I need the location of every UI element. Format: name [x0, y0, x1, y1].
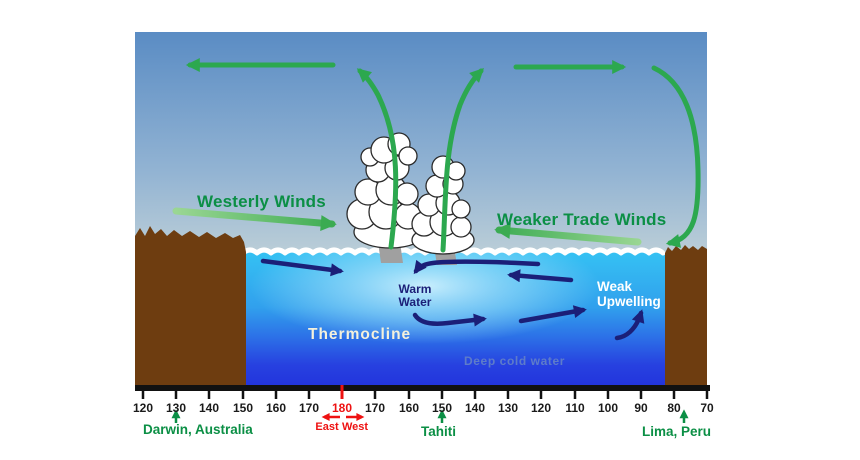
tick-label: 150	[232, 401, 254, 415]
tick-label: 160	[398, 401, 420, 415]
tick-label: 90	[634, 401, 648, 415]
weak-upwelling-label: Weak Upwelling	[597, 279, 661, 309]
converging-current-arrow	[413, 259, 541, 275]
deep-cold-water-label: Deep cold water	[464, 354, 566, 368]
tick-label: 170	[298, 401, 320, 415]
tick-label: 110	[565, 401, 585, 415]
tick-label: 160	[265, 401, 287, 415]
descending-air-arrow	[651, 65, 701, 248]
tick-label: 70	[700, 401, 714, 415]
darwin-australia-label: Darwin, Australia	[143, 422, 253, 437]
tick-label: 140	[464, 401, 486, 415]
tick-label-dateline: 180	[331, 401, 353, 415]
weaker-trade-winds-arrow	[494, 222, 642, 246]
atmospheric-circulation-arrows	[185, 58, 701, 253]
thermocline-label: Thermocline	[308, 326, 412, 343]
tahiti-label: Tahiti	[421, 424, 456, 439]
surface-wind-arrows	[172, 207, 642, 246]
westerly-winds-arrow	[172, 207, 337, 232]
tick-label: 100	[597, 401, 619, 415]
tick-label: 130	[497, 401, 519, 415]
tick-label: 130	[165, 401, 187, 415]
ocean-current-arrows	[260, 258, 645, 341]
rising-air-left-arrow	[356, 68, 399, 250]
west-direction-label: West	[341, 421, 369, 433]
westerly-winds-label: Westerly Winds	[197, 192, 326, 211]
rising-air-right-arrow	[440, 68, 484, 253]
lima-peru-label: Lima, Peru	[642, 424, 712, 439]
subsurface-flow-arrow-2	[518, 305, 587, 324]
surface-current-east-arrow	[260, 258, 344, 277]
subsurface-flow-arrow-1	[412, 312, 487, 327]
location-pointer-arrows	[171, 409, 689, 423]
east-direction-label: East	[315, 421, 339, 433]
surface-current-west-arrow	[507, 269, 574, 283]
axis-tick-marks	[141, 391, 709, 399]
weak-upwelling-arrow	[614, 309, 645, 341]
cumulus-cloud-right-icon	[411, 155, 475, 255]
tick-label: 80	[667, 401, 681, 415]
tick-label: 140	[198, 401, 220, 415]
land-left-australia	[135, 226, 246, 385]
tick-label: 120	[132, 401, 154, 415]
land-right-south-america	[665, 245, 707, 385]
warm-water-label: Warm Water	[398, 282, 432, 309]
longitude-axis	[135, 385, 710, 421]
tick-label: 150	[431, 401, 453, 415]
weaker-trade-winds-label: Weaker Trade Winds	[497, 210, 667, 229]
tick-label: 170	[364, 401, 386, 415]
tick-label: 120	[530, 401, 552, 415]
